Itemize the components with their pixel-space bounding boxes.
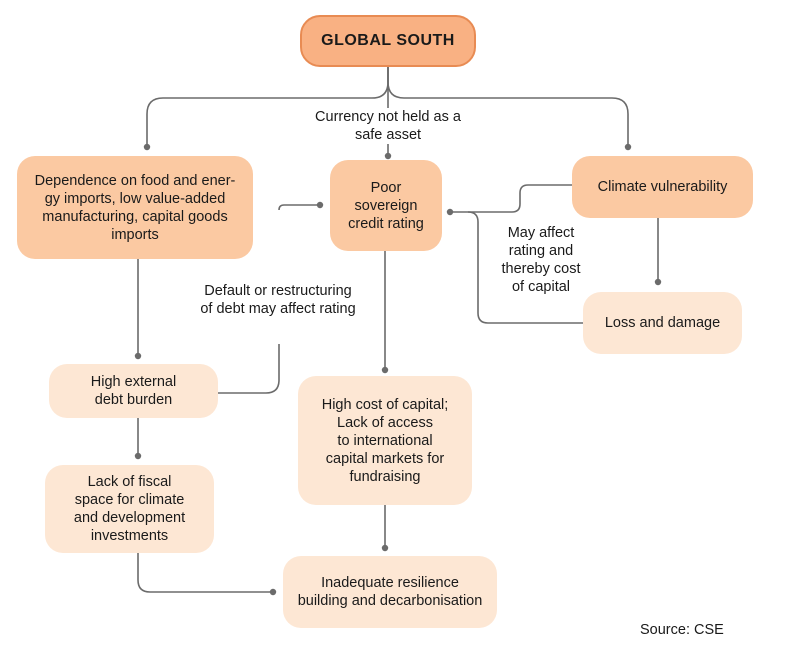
node-loss-and-damage: Loss and damage (583, 292, 742, 354)
connector-dot (134, 452, 142, 460)
edge-root-to-climate (387, 67, 629, 146)
connector-dot (269, 588, 277, 596)
edge-root-to-dependence (146, 67, 389, 146)
node-dependence-imports: Dependence on food and ener- gy imports,… (17, 156, 253, 259)
edge-fiscal-to-inadequate (137, 553, 273, 593)
node-high-cost-of-capital: High cost of capital; Lack of access to … (298, 376, 472, 505)
label-default-restructuring: Default or restructuring of debt may aff… (184, 282, 372, 318)
edge-loss-to-rating (467, 211, 583, 324)
connector-dot (134, 352, 142, 360)
connector-dot (624, 143, 632, 151)
node-poor-credit-rating: Poor sovereign credit rating (330, 160, 442, 251)
connector-dot (381, 366, 389, 374)
connector-dot (143, 143, 151, 151)
connector-dot (384, 152, 392, 160)
connector-dot (654, 278, 662, 286)
node-high-external-debt: High external debt burden (49, 364, 218, 418)
label-may-affect-rating: May affect rating and thereby cost of ca… (501, 225, 581, 295)
node-lack-of-fiscal-space: Lack of fiscal space for climate and dev… (45, 465, 214, 553)
edge-debt-to-rating (218, 204, 319, 394)
node-inadequate-resilience: Inadequate resilience building and decar… (283, 556, 497, 628)
node-global-south: GLOBAL SOUTH (300, 15, 476, 67)
source-credit: Source: CSE (640, 622, 724, 638)
connector-dot (316, 201, 324, 209)
connector-dot (381, 544, 389, 552)
edge-climate-to-rating (450, 184, 572, 213)
connector-dot (446, 208, 454, 216)
label-currency-safe-asset: Currency not held as a safe asset (304, 108, 472, 144)
node-climate-vulnerability: Climate vulnerability (572, 156, 753, 218)
